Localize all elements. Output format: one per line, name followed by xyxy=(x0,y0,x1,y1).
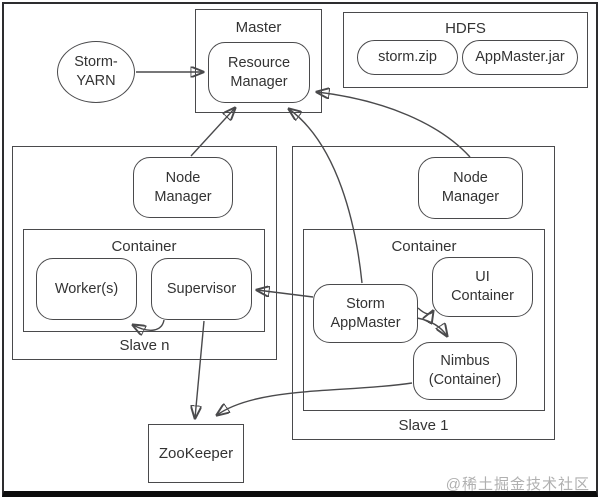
storm-appmaster-label: Storm AppMaster xyxy=(330,295,401,331)
ui-container-label: UI Container xyxy=(451,269,514,304)
zookeeper-node: ZooKeeper xyxy=(148,424,244,483)
storm-zip-label: storm.zip xyxy=(378,49,437,66)
resource-manager-node: Resource Manager xyxy=(208,42,310,103)
watermark: @稀土掘金技术社区 xyxy=(445,476,590,493)
container-right-title: Container xyxy=(391,238,457,255)
zookeeper-label: ZooKeeper xyxy=(158,445,234,462)
container-left-title: Container xyxy=(111,238,177,255)
appmaster-jar-label: AppMaster.jar xyxy=(475,49,565,66)
supervisor-node: Supervisor xyxy=(151,258,252,320)
slave-n-label: Slave n xyxy=(119,337,170,354)
storm-yarn-node: Storm- YARN xyxy=(57,41,135,103)
ui-container-node: UI Container xyxy=(432,257,533,317)
slave-1-label: Slave 1 xyxy=(398,417,449,434)
storm-appmaster-node: Storm AppMaster xyxy=(313,284,418,343)
workers-node: Worker(s) xyxy=(36,258,137,320)
master-box-title: Master xyxy=(235,19,282,36)
hdfs-box-title: HDFS xyxy=(445,20,486,37)
supervisor-label: Supervisor xyxy=(166,280,237,297)
storm-zip-node: storm.zip xyxy=(357,40,458,75)
node-manager-left-label: Node Manager xyxy=(154,169,212,205)
workers-label: Worker(s) xyxy=(54,280,119,297)
node-manager-left-node: Node Manager xyxy=(133,157,233,218)
resource-manager-label: Resource Manager xyxy=(227,54,291,90)
nimbus-label: Nimbus (Container) xyxy=(428,353,502,388)
node-manager-right-node: Node Manager xyxy=(418,157,523,219)
storm-yarn-label: Storm- YARN xyxy=(74,54,118,89)
appmaster-jar-node: AppMaster.jar xyxy=(462,40,578,75)
nimbus-node: Nimbus (Container) xyxy=(413,342,517,400)
node-manager-right-label: Node Manager xyxy=(441,170,500,205)
